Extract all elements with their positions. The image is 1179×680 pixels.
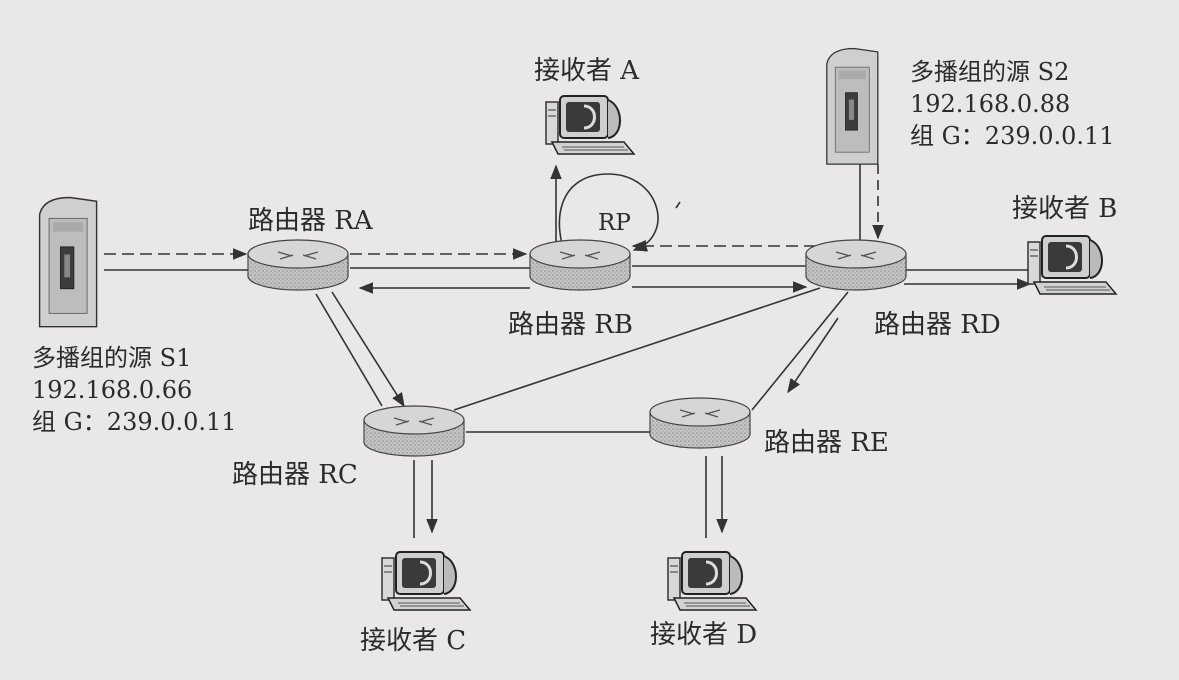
source-s1-ip: 192.168.0.66: [32, 374, 237, 406]
source-s2-group: 组 G：239.0.0.11: [910, 120, 1115, 152]
source-s2-title: 多播组的源 S2: [910, 56, 1115, 88]
receiver-c-computer: [382, 552, 470, 610]
source-s1-info: 多播组的源 S1 192.168.0.66 组 G：239.0.0.11: [32, 342, 237, 438]
receiver-d-label: 接收者 D: [650, 622, 757, 648]
receiver-b-computer: [1028, 236, 1116, 294]
router-re-label: 路由器 RE: [764, 430, 889, 456]
source-s2-info: 多播组的源 S2 192.168.0.88 组 G：239.0.0.11: [910, 56, 1115, 152]
source-s1-group: 组 G：239.0.0.11: [32, 406, 237, 438]
router-rb: [530, 240, 630, 290]
source-s2-ip: 192.168.0.88: [910, 88, 1115, 120]
rp-label: RP: [598, 212, 631, 235]
receiver-d-computer: [668, 552, 756, 610]
receiver-c-label: 接收者 C: [360, 628, 466, 654]
router-ra-label: 路由器 RA: [248, 208, 373, 234]
router-ra: [248, 240, 348, 290]
router-rd-label: 路由器 RD: [874, 312, 1001, 338]
receiver-b-label: 接收者 B: [1012, 196, 1117, 222]
router-rc: [364, 406, 464, 456]
source-s1-server: [40, 198, 97, 327]
receiver-a-computer: [546, 96, 634, 154]
router-rd: [806, 240, 906, 290]
source-s1-title: 多播组的源 S1: [32, 342, 237, 374]
source-s2-server: [827, 49, 878, 165]
router-rb-label: 路由器 RB: [508, 312, 633, 338]
router-re: [650, 398, 750, 448]
receiver-a-label: 接收者 A: [534, 58, 639, 84]
router-rc-label: 路由器 RC: [232, 462, 358, 488]
